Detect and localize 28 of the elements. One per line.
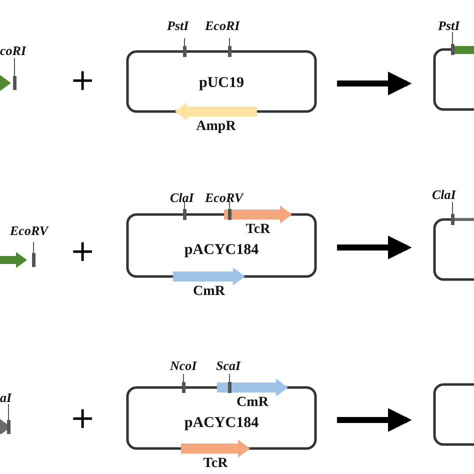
restriction-site-label: EcoRI bbox=[205, 19, 240, 33]
restriction-site-label: ScaI bbox=[216, 359, 241, 373]
arrow bbox=[337, 72, 412, 96]
restriction-site-label: EcoRV bbox=[205, 191, 244, 205]
restriction-site-label: PstI bbox=[438, 19, 460, 33]
dna-fragment-drawing bbox=[0, 242, 36, 270]
plasmid-name: pUC19 bbox=[198, 75, 245, 91]
restriction-site-label: EcoRV bbox=[10, 224, 48, 238]
plus-sign: + bbox=[70, 237, 96, 267]
restriction-site-label: aI bbox=[0, 391, 12, 405]
gene-label: CmR bbox=[236, 395, 270, 411]
gene-label: AmpR bbox=[195, 119, 237, 135]
gene-label: TcR bbox=[202, 456, 229, 472]
dna-fragment-drawing bbox=[0, 404, 12, 434]
restriction-site-label: coRI bbox=[0, 44, 26, 58]
plus-sign: + bbox=[70, 404, 96, 434]
restriction-site-label: ClaI bbox=[170, 191, 194, 205]
restriction-site-label: NcoI bbox=[170, 359, 197, 373]
dna-fragment-drawing bbox=[0, 58, 18, 92]
plasmid-name: pACYC184 bbox=[183, 415, 260, 431]
plasmid-name: pACYC184 bbox=[183, 242, 260, 258]
arrow bbox=[337, 236, 412, 260]
arrow bbox=[337, 408, 412, 432]
gene-label: TcR bbox=[244, 222, 272, 238]
restriction-site-label: ClaI bbox=[432, 188, 456, 202]
restriction-site-label: PstI bbox=[167, 19, 189, 33]
gene-label: CmR bbox=[192, 284, 226, 300]
plus-sign: + bbox=[70, 66, 96, 96]
